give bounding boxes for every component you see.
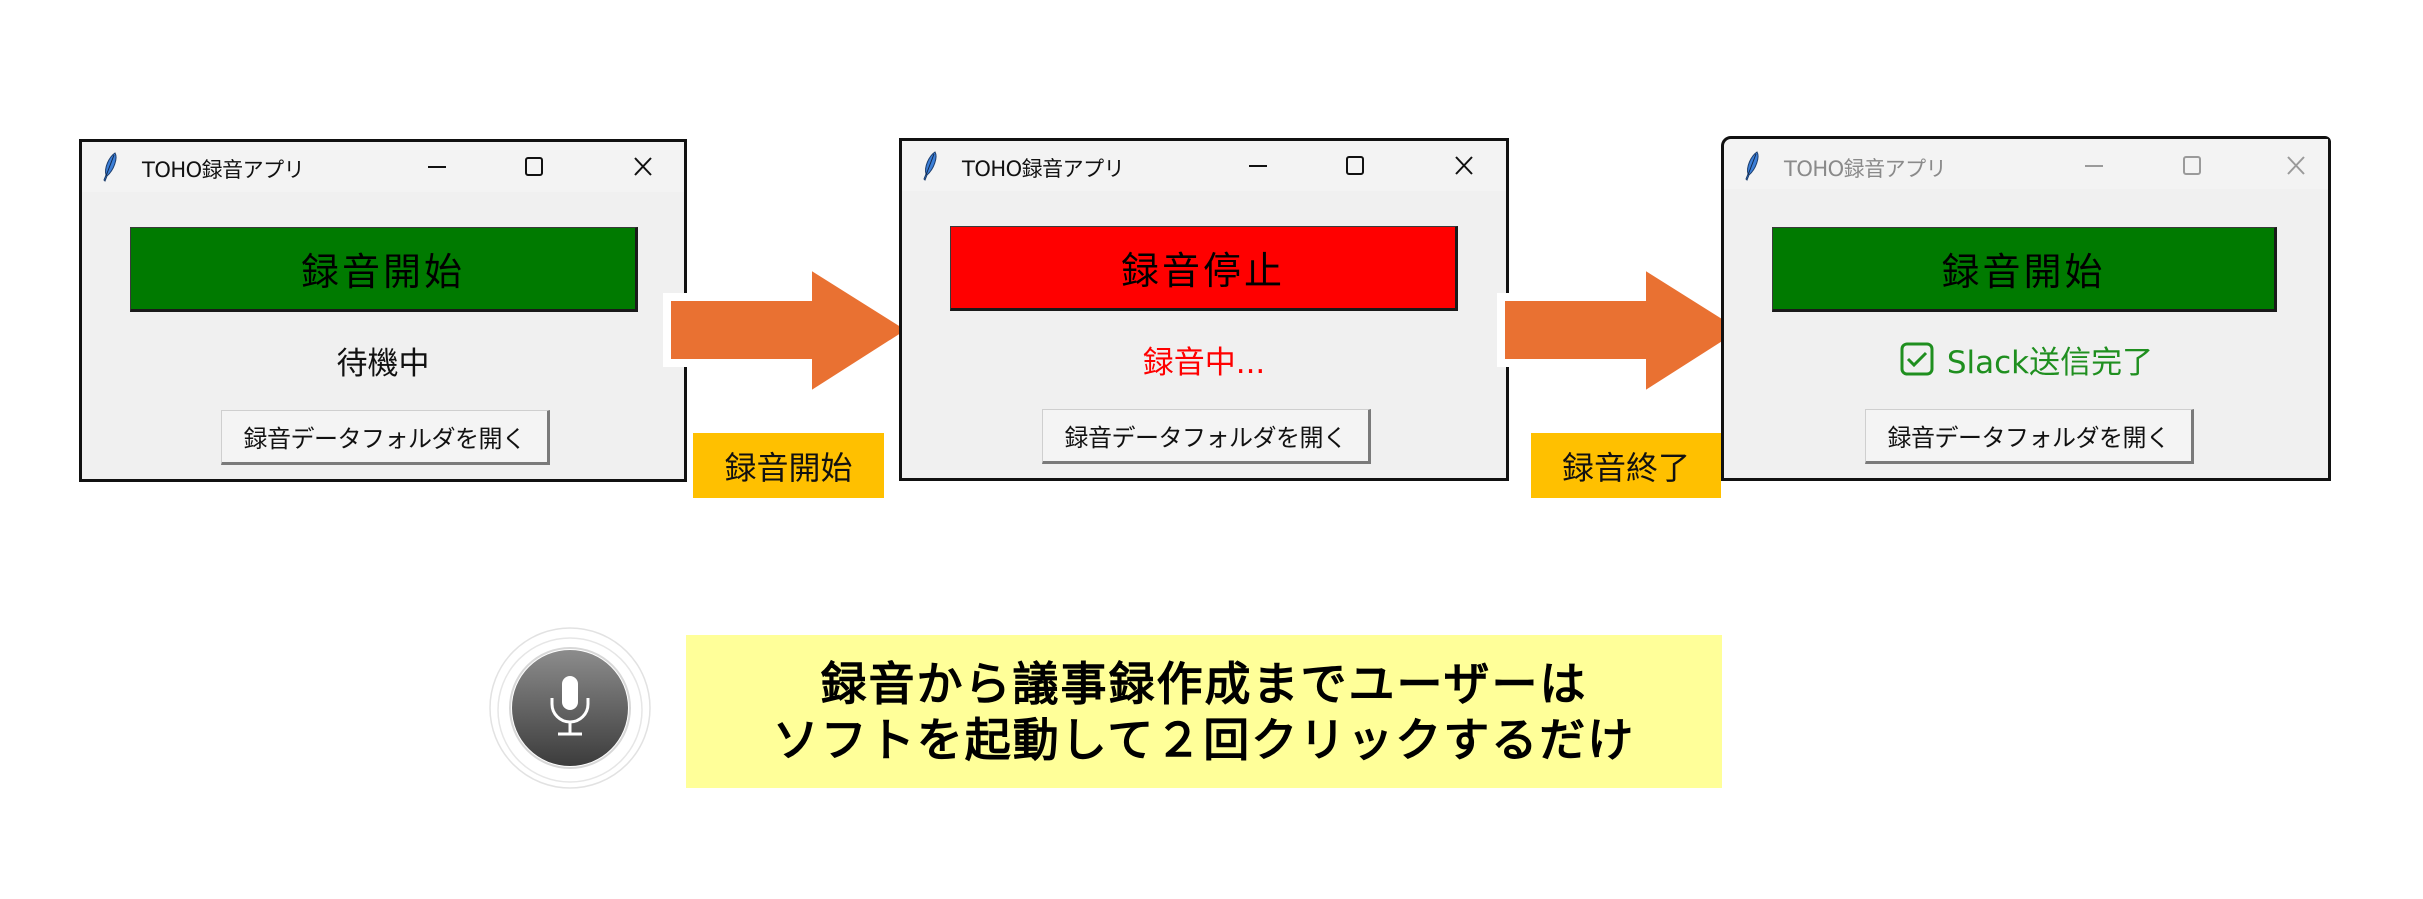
app-window-sent: TOHO録音アプリ 録音開始 Slack送信完了 録音データフォルダを開く: [1721, 136, 2331, 481]
summary-callout: 録音から議事録作成までユーザーは ソフトを起動して２回クリックするだけ: [686, 635, 1722, 788]
record-button-label: 録音開始: [1941, 250, 2106, 294]
feather-app-icon: [103, 152, 117, 182]
status-text: Slack送信完了: [1946, 344, 2154, 381]
open-folder-label: 録音データフォルダを開く: [243, 425, 527, 453]
open-folder-button[interactable]: 録音データフォルダを開く: [1042, 409, 1371, 464]
close-icon: [2287, 156, 2305, 175]
window-title: TOHO録音アプリ: [142, 158, 305, 182]
maximize-button[interactable]: [2174, 149, 2210, 183]
record-stop-button[interactable]: 録音停止: [950, 226, 1458, 311]
title-bar[interactable]: TOHO録音アプリ: [82, 142, 684, 192]
step-label-text: 録音開始: [724, 448, 853, 487]
feather-app-icon: [1745, 151, 1759, 181]
arrow-right-icon: [1497, 256, 1755, 405]
step-label-text: 録音終了: [1561, 448, 1690, 487]
summary-line-1: 録音から議事録作成までユーザーは: [820, 656, 1588, 711]
summary-line-2: ソフトを起動して２回クリックするだけ: [772, 712, 1636, 767]
close-button[interactable]: [625, 150, 661, 184]
open-folder-button[interactable]: 録音データフォルダを開く: [1865, 409, 2194, 464]
record-start-button[interactable]: 録音開始: [1772, 227, 2277, 312]
status-text: 待機中: [336, 345, 430, 382]
minimize-button[interactable]: [2076, 149, 2112, 183]
maximize-button[interactable]: [1337, 149, 1373, 183]
record-start-button[interactable]: 録音開始: [130, 227, 638, 312]
record-button-label: 録音開始: [300, 250, 465, 294]
open-folder-label: 録音データフォルダを開く: [1887, 424, 2171, 452]
status-text: 録音中...: [1142, 344, 1266, 381]
record-button-label: 録音停止: [1120, 249, 1285, 293]
status-label: 録音中...: [902, 337, 1506, 381]
open-folder-button[interactable]: 録音データフォルダを開く: [221, 410, 550, 465]
open-folder-label: 録音データフォルダを開く: [1064, 424, 1348, 452]
maximize-icon: [1346, 156, 1364, 175]
title-bar[interactable]: TOHO録音アプリ: [902, 141, 1506, 191]
close-icon: [634, 157, 652, 176]
minimize-icon: [2085, 165, 2103, 167]
microphone-icon: [489, 627, 651, 789]
window-title: TOHO録音アプリ: [962, 157, 1125, 181]
maximize-icon: [525, 157, 543, 176]
arrow-right-icon: [663, 256, 921, 405]
maximize-button[interactable]: [516, 150, 552, 184]
window-title: TOHO録音アプリ: [1784, 157, 1947, 181]
status-label: 待機中: [82, 338, 684, 382]
close-icon: [1455, 156, 1473, 175]
close-button[interactable]: [1446, 149, 1482, 183]
close-button[interactable]: [2278, 149, 2314, 183]
minimize-button[interactable]: [1240, 149, 1276, 183]
step-label-start: 録音開始: [693, 433, 884, 498]
title-bar[interactable]: TOHO録音アプリ: [1724, 139, 2328, 189]
app-window-recording: TOHO録音アプリ 録音停止 録音中... 録音データフォルダを開く: [899, 138, 1509, 481]
minimize-icon: [1249, 165, 1267, 167]
status-label: Slack送信完了: [1724, 337, 2328, 381]
check-box-icon: [1900, 342, 1934, 376]
minimize-button[interactable]: [419, 150, 455, 184]
feather-app-icon: [923, 151, 937, 181]
step-label-stop: 録音終了: [1531, 433, 1721, 498]
minimize-icon: [428, 166, 446, 168]
app-window-idle: TOHO録音アプリ 録音開始 待機中 録音データフォルダを開く: [79, 139, 687, 482]
maximize-icon: [2183, 156, 2201, 175]
